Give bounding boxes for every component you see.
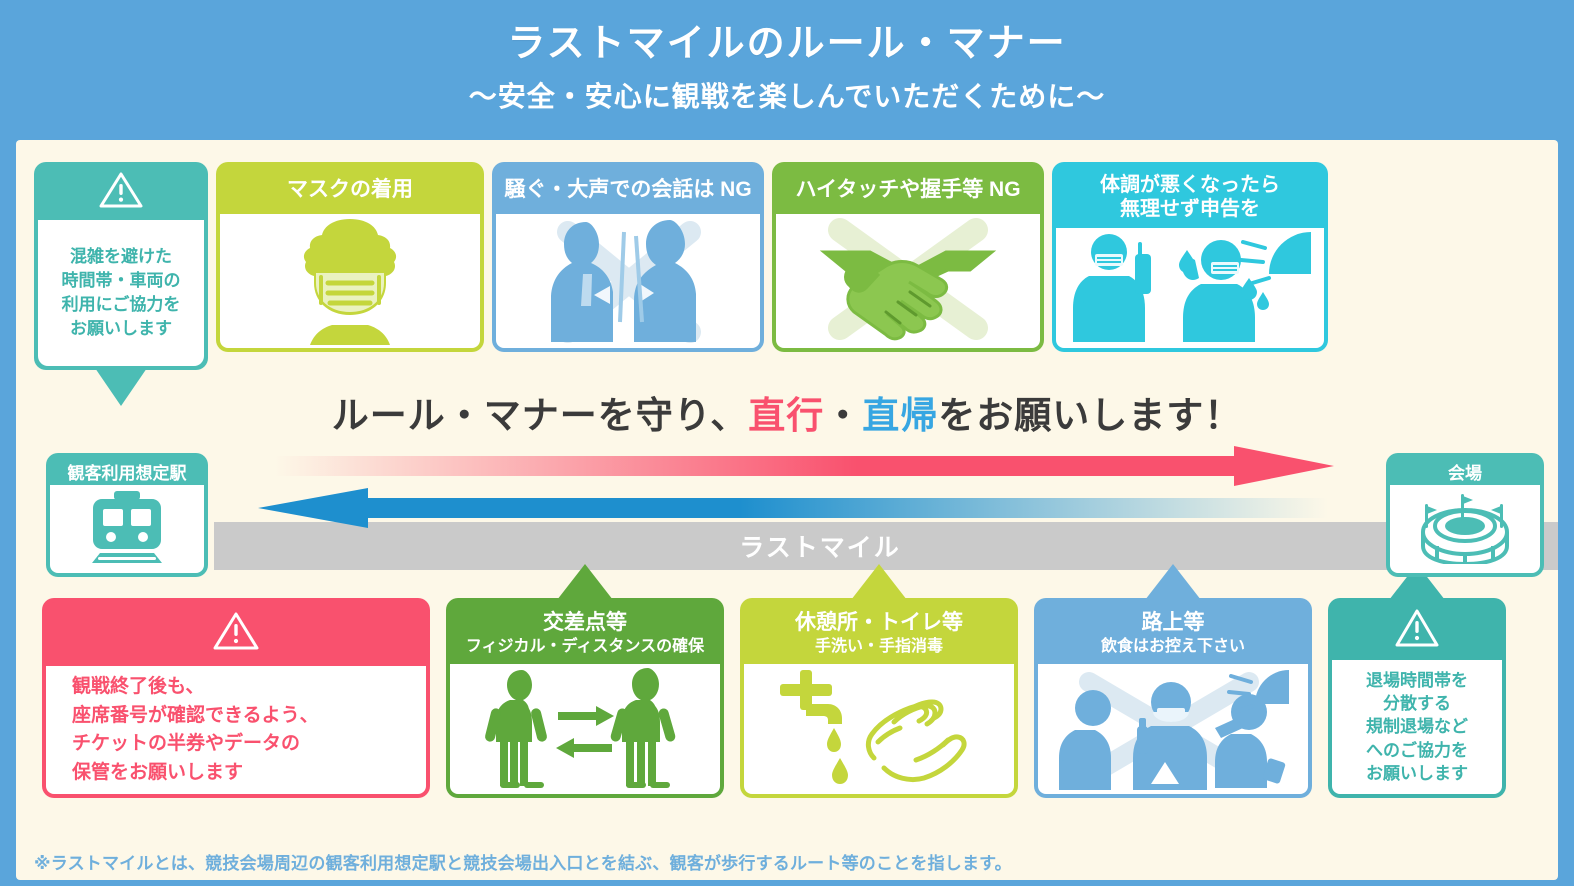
venue-card: 会場 — [1386, 453, 1544, 577]
card-body: 混雑を避けた 時間帯・車両の 利用にご協力を お願いします — [38, 220, 204, 366]
card-pointer-up — [851, 564, 907, 600]
card-header-label: マスクの着用 — [287, 178, 413, 202]
card-physical-distance: 交差点等 フィジカル・ディスタンスの確保 — [446, 564, 724, 798]
warning-triangle-icon — [98, 170, 144, 215]
station-card-label: 観客利用想定駅 — [67, 463, 187, 483]
body-line: お願いします — [1366, 763, 1468, 783]
card-no-handshake: ハイタッチや握手等 NG — [772, 162, 1044, 352]
stadium-icon — [1411, 490, 1519, 569]
body-line: 観戦終了後も、 — [72, 676, 205, 697]
card-header: マスクの着用 — [220, 166, 480, 214]
card-header-label-line2: 無理せず申告を — [1120, 198, 1260, 220]
slogan-highlight-direct-go: 直行 — [748, 395, 825, 436]
card-report-illness: 体調が悪くなったら 無理せず申告を — [1052, 162, 1328, 352]
card-header-title: 休憩所・トイレ等 — [795, 611, 963, 635]
card-header — [46, 602, 426, 666]
body-line: チケットの半券やデータの — [72, 733, 301, 754]
card-no-street-eating: 路上等 飲食はお控え下さい — [1034, 564, 1312, 798]
masked-face-icon — [270, 214, 430, 348]
station-card-body — [50, 485, 204, 573]
page-subtitle: ～安全・安心に観戦を楽しんでいただくために～ — [468, 80, 1106, 112]
bottom-card-row: 観戦終了後も、 座席番号が確認できるよう、 チケットの半券やデータの 保管をお願… — [42, 564, 1544, 808]
body-line: へのご協力を — [1366, 740, 1468, 760]
arrow-left-blue — [258, 488, 1328, 528]
card-header-label: 騒ぐ・大声での会話は NG — [504, 178, 752, 202]
last-mile-band-label: ラストマイル — [739, 534, 901, 562]
card-crowd-avoidance: 混雑を避けた 時間帯・車両の 利用にご協力を お願いします — [34, 162, 208, 406]
physical-distance-icon — [470, 664, 700, 794]
card-header: 交差点等 フィジカル・ディスタンスの確保 — [450, 602, 720, 664]
station-card: 観客利用想定駅 — [46, 453, 208, 577]
slogan-highlight-direct-return: 直帰 — [862, 395, 939, 436]
venue-card-label: 会場 — [1448, 463, 1482, 483]
card-header-subtitle: 手洗い・手指消毒 — [814, 637, 943, 655]
body-line: 規制退場など — [1366, 717, 1468, 737]
card-wear-mask: マスクの着用 — [216, 162, 484, 352]
handwash-icon — [766, 664, 992, 794]
slogan: ルール・マナーを守り、直行・直帰をお願いします！ — [16, 385, 1558, 439]
card-header: 騒ぐ・大声での会話は NG — [496, 166, 760, 214]
card-pointer-down — [95, 368, 147, 406]
card-header-subtitle: 飲食はお控え下さい — [1100, 637, 1245, 655]
slogan-part1: ルール・マナーを守り、 — [331, 395, 749, 436]
no-loud-talking-icon — [510, 214, 746, 348]
card-staggered-exit: 退場時間帯を 分散する 規制退場など へのご協力を お願いします — [1328, 564, 1506, 798]
venue-card-header: 会場 — [1390, 457, 1540, 485]
card-body — [776, 214, 1040, 348]
train-icon — [84, 489, 170, 570]
card-header — [1332, 602, 1502, 660]
slogan-middot: ・ — [824, 395, 863, 436]
card-body — [744, 664, 1014, 794]
body-line: お願いします — [70, 319, 172, 339]
slogan-part2: をお願いします！ — [938, 395, 1243, 436]
report-illness-icon — [1065, 228, 1315, 348]
card-header: ハイタッチや握手等 NG — [776, 166, 1040, 214]
body-line: 時間帯・車両の — [61, 270, 181, 290]
card-body — [1038, 664, 1308, 794]
body-line: 利用にご協力を — [61, 295, 181, 314]
last-mile-band: ラストマイル — [214, 522, 1558, 570]
arrow-right-pink — [274, 446, 1334, 486]
card-header: 路上等 飲食はお控え下さい — [1038, 602, 1308, 664]
card-header-label-line1: 体調が悪くなったら — [1100, 174, 1280, 196]
card-header — [38, 166, 204, 220]
card-body — [496, 214, 760, 348]
card-pointer-up — [1145, 564, 1201, 600]
warning-triangle-icon — [1394, 608, 1440, 653]
warning-triangle-icon — [212, 610, 260, 657]
card-body — [1056, 228, 1324, 348]
page-title: ラストマイルのルール・マナー — [507, 23, 1067, 66]
card-header: 休憩所・トイレ等 手洗い・手指消毒 — [744, 602, 1014, 664]
body-line: 混雑を避けた — [70, 246, 172, 266]
no-street-eating-icon — [1053, 664, 1293, 794]
body-line: 退場時間帯を — [1366, 671, 1468, 691]
card-header-title: 路上等 — [1141, 611, 1205, 635]
card-header: 体調が悪くなったら 無理せず申告を — [1056, 166, 1324, 228]
station-card-header: 観客利用想定駅 — [50, 457, 204, 485]
content-panel: 混雑を避けた 時間帯・車両の 利用にご協力を お願いします マスクの着用 — [16, 140, 1558, 880]
card-pointer-up — [557, 564, 613, 600]
card-body — [450, 664, 720, 794]
no-handshake-icon — [790, 214, 1026, 348]
card-handwash: 休憩所・トイレ等 手洗い・手指消毒 — [740, 564, 1018, 798]
venue-card-body — [1390, 485, 1540, 573]
body-line: 保管をお願いします — [72, 761, 244, 783]
card-body: 退場時間帯を 分散する 規制退場など へのご協力を お願いします — [1332, 660, 1502, 794]
card-no-loud-talking: 騒ぐ・大声での会話は NG — [492, 162, 764, 352]
card-header-label: ハイタッチや握手等 NG — [795, 178, 1021, 202]
top-card-row: 混雑を避けた 時間帯・車両の 利用にご協力を お願いします マスクの着用 — [34, 162, 1544, 406]
card-keep-ticket: 観戦終了後も、 座席番号が確認できるよう、 チケットの半券やデータの 保管をお願… — [42, 598, 430, 798]
card-header-subtitle: フィジカル・ディスタンスの確保 — [465, 637, 705, 655]
footnote: ※ラストマイルとは、競技会場周辺の観客利用想定駅と競技会場出入口とを結ぶ、観客が… — [34, 854, 1012, 873]
route-diagram: ラストマイル — [16, 440, 1558, 588]
infographic-header: ラストマイルのルール・マナー ～安全・安心に観戦を楽しんでいただくために～ — [0, 0, 1574, 138]
body-line: 座席番号が確認できるよう、 — [72, 704, 319, 726]
card-header-title: 交差点等 — [543, 611, 627, 635]
body-line: 分散する — [1383, 694, 1451, 714]
card-body: 観戦終了後も、 座席番号が確認できるよう、 チケットの半券やデータの 保管をお願… — [46, 666, 426, 794]
card-body — [220, 214, 480, 348]
